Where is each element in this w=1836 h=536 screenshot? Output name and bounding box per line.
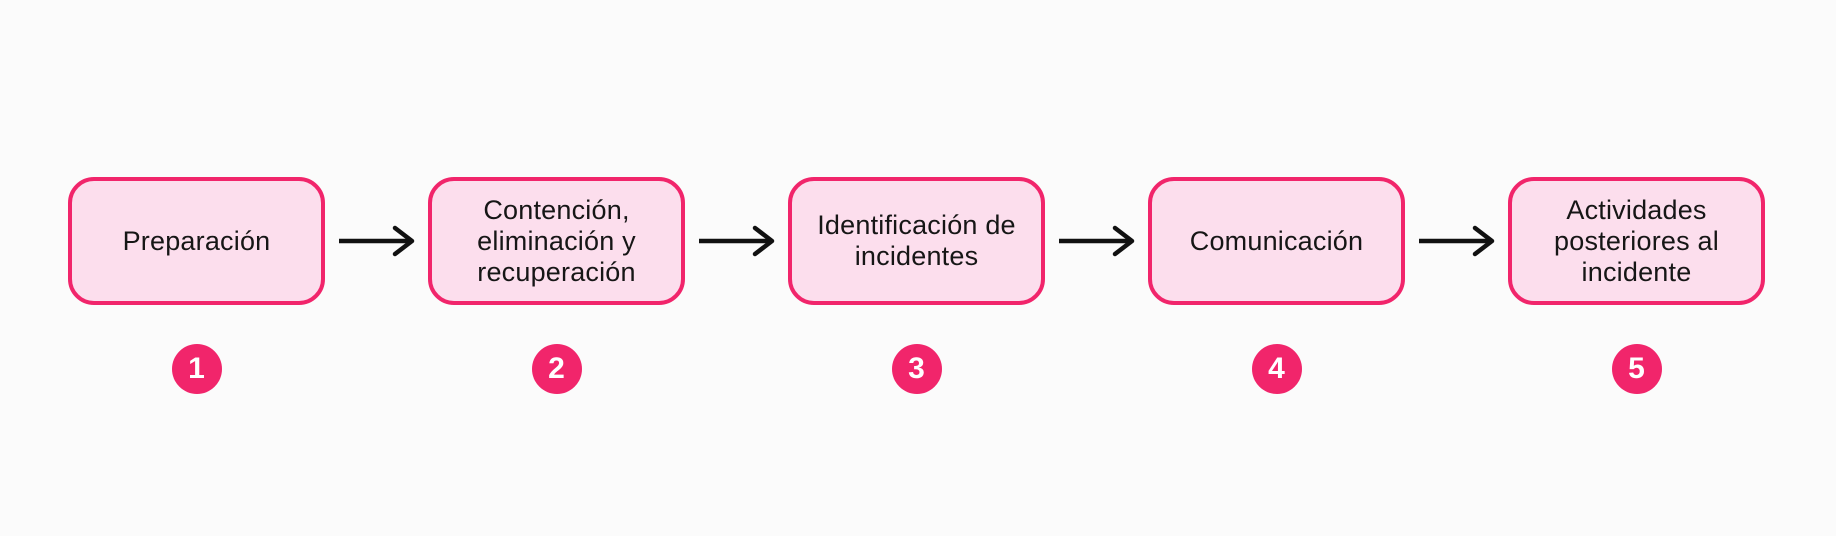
step-number-badge-4: 4 [1251,344,1302,394]
step-box-4: Comunicación [1148,177,1405,305]
step-label-4: Comunicación [1189,225,1364,256]
arrow-right-icon [1045,177,1148,305]
step-box-5: Actividades posteriores al incidente [1508,177,1765,305]
step-1: Preparación 1 [68,177,325,394]
step-4: Comunicación 4 [1148,177,1405,394]
arrow-right-icon [685,177,788,305]
step-box-1: Preparación [68,177,325,305]
arrow-right-icon [1405,177,1508,305]
step-number-badge-5: 5 [1611,344,1662,394]
step-box-2: Contención, eliminación y recuperación [428,177,685,305]
process-flow: Preparación 1 Contención, eliminación y … [68,177,1765,394]
step-2: Contención, eliminación y recuperación 2 [428,177,685,394]
arrow-right-icon [325,177,428,305]
step-label-1: Preparación [122,225,271,256]
step-number-badge-1: 1 [171,344,222,394]
step-label-3: Identificación de incidentes [817,210,1016,271]
step-label-5: Actividades posteriores al incidente [1554,194,1719,287]
step-number-badge-3: 3 [891,344,942,394]
step-box-3: Identificación de incidentes [788,177,1045,305]
step-number-badge-2: 2 [531,344,582,394]
step-5: Actividades posteriores al incidente 5 [1508,177,1765,394]
step-label-2: Contención, eliminación y recuperación [477,194,636,287]
step-3: Identificación de incidentes 3 [788,177,1045,394]
